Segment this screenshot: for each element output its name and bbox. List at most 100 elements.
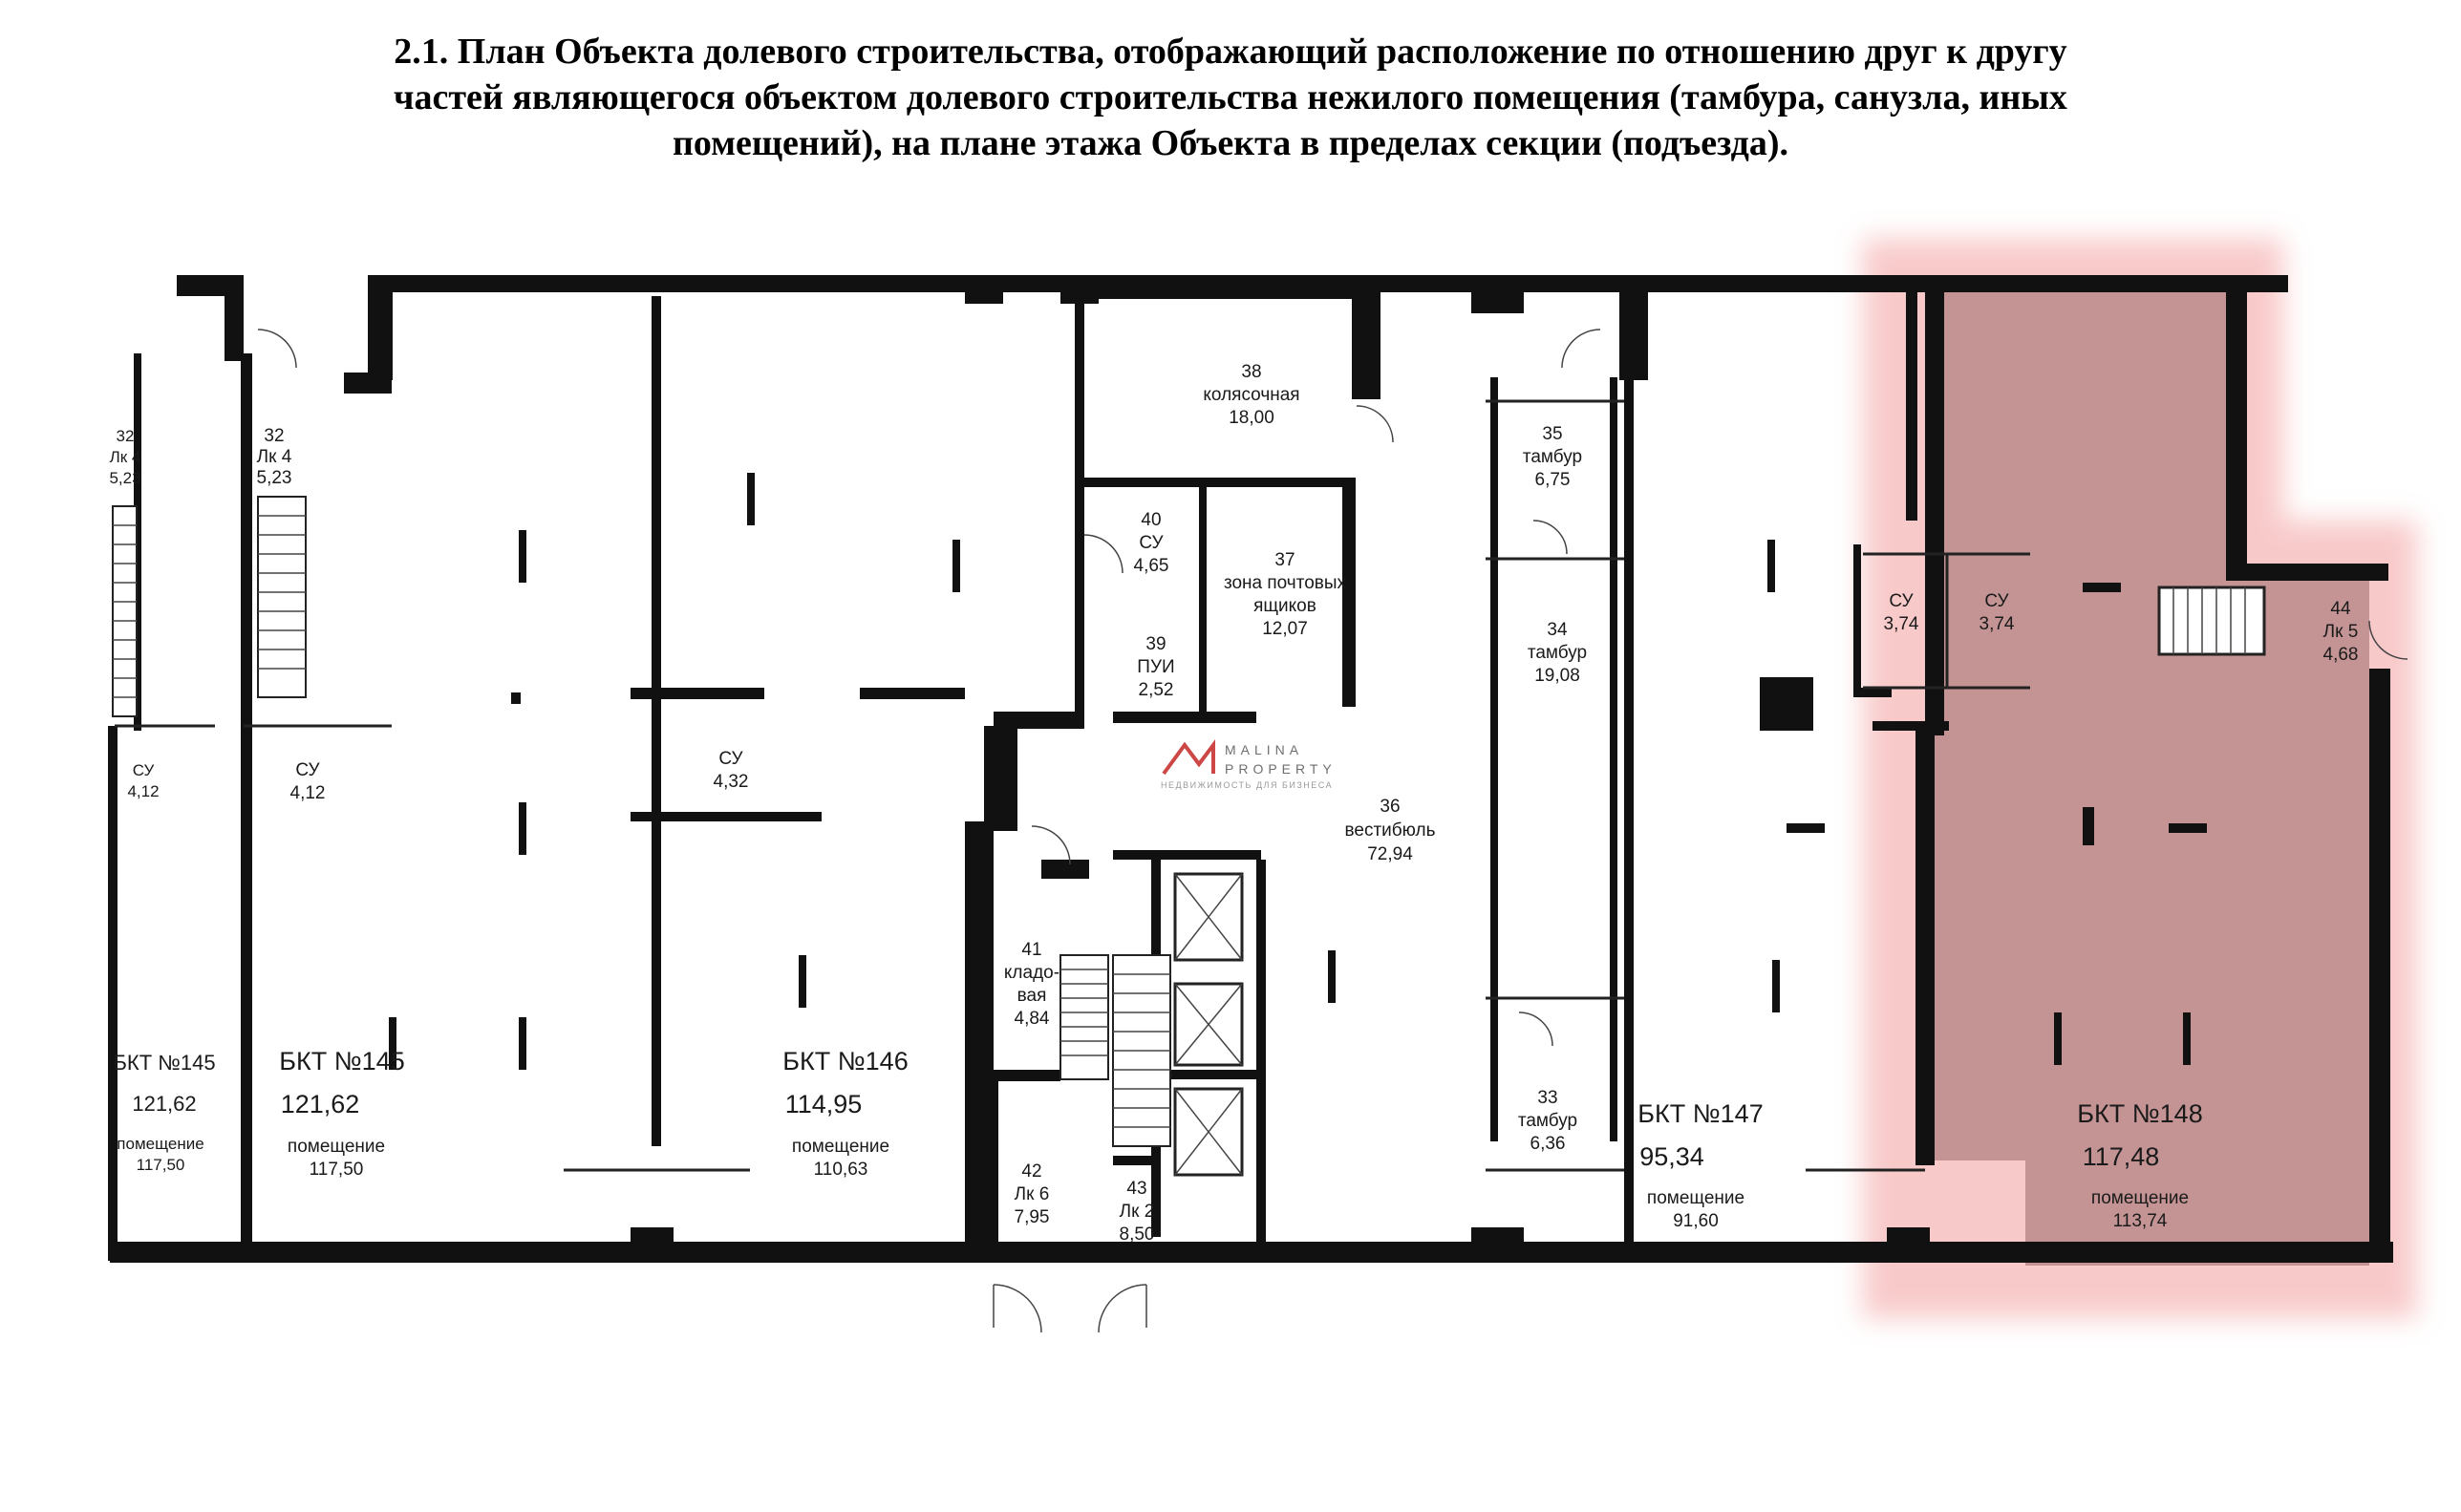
su-145-label: СУ 4,12	[290, 760, 326, 803]
unit-room-label: помещение	[792, 1137, 889, 1157]
room-number: 34	[1547, 620, 1568, 640]
unit-total-area: 114,95	[785, 1090, 863, 1118]
heading-line-3: помещений), на плане этажа Объекта в пре…	[672, 123, 1789, 163]
room-number: 39	[1145, 634, 1166, 654]
room-name: СУ	[1139, 533, 1164, 553]
room-number: 44	[2330, 599, 2351, 619]
room-name: Лк 4	[110, 448, 141, 466]
watermark-brand-bottom: PROPERTY	[1225, 761, 1337, 777]
unit-room-area: 117,50	[310, 1160, 364, 1180]
room-42-label: 42 Лк 6 7,95	[1015, 1161, 1050, 1227]
room-number: 32	[117, 427, 135, 445]
room-area: 4,65	[1134, 556, 1169, 576]
document-heading: 2.1. План Объекта долевого строительства…	[0, 29, 2461, 166]
room-area: 6,36	[1530, 1134, 1566, 1154]
room-41-label: 41 кладо- вая 4,84	[1004, 940, 1059, 1029]
room-44-label: 44 Лк 5 4,68	[2323, 599, 2359, 665]
room-number: 42	[1021, 1161, 1041, 1182]
unit-title: БКТ №145	[279, 1047, 404, 1075]
room-area: 5,23	[109, 469, 140, 487]
room-number: 37	[1274, 550, 1295, 570]
room-name: ПУИ	[1137, 657, 1174, 677]
watermark-brand-top: MALINA	[1225, 742, 1303, 757]
room-area: 6,75	[1535, 470, 1571, 490]
room-number: 40	[1141, 510, 1161, 530]
room-37-label: 37 зона почтовых ящиков 12,07	[1224, 550, 1347, 639]
room-area: 19,08	[1534, 666, 1580, 686]
room-name: вестибюль	[1345, 820, 1436, 841]
unit-145-small-label: БКТ №145 121,62 помещение 117,50	[113, 1051, 215, 1174]
room-area: 3,74	[1980, 614, 2015, 634]
stairs	[112, 496, 2266, 1147]
room-name: СУ	[1889, 591, 1914, 611]
room-area: 12,07	[1262, 619, 1308, 639]
room-43-label: 43 Лк 2 8,50	[1120, 1179, 1155, 1245]
room-area: 4,32	[714, 772, 749, 792]
su-146-label: СУ 4,32	[714, 749, 749, 792]
room-labels: 32 Лк 4 5,23 32 Лк 4 5,23 СУ 4,12 СУ 4,1…	[109, 362, 2358, 1245]
unit-title: БКТ №147	[1637, 1099, 1763, 1128]
unit-146-label: БКТ №146 114,95 помещение 110,63	[782, 1047, 908, 1180]
room-name: тамбур	[1518, 1111, 1577, 1131]
unit-labels: БКТ №145 121,62 помещение 117,50 БКТ №14…	[113, 1047, 2202, 1231]
room-40-label: 40 СУ 4,65	[1134, 510, 1169, 576]
room-33-label: 33 тамбур 6,36	[1518, 1088, 1577, 1154]
room-number: 36	[1380, 797, 1400, 817]
room-number: 41	[1021, 940, 1041, 960]
room-name: тамбур	[1528, 643, 1587, 663]
room-name: тамбур	[1523, 447, 1582, 467]
unit-room-area: 113,74	[2113, 1211, 2168, 1231]
malina-watermark: MALINA PROPERTY НЕДВИЖИМОСТЬ ДЛЯ БИЗНЕСА	[1161, 739, 1337, 790]
room-name: кладо-	[1004, 963, 1059, 983]
unit-room-area: 110,63	[814, 1160, 868, 1180]
room-area: 4,12	[290, 783, 326, 803]
unit-room-area: 91,60	[1673, 1211, 1719, 1231]
room-name: Лк 2	[1120, 1202, 1155, 1222]
unit-title: БКТ №148	[2077, 1099, 2202, 1128]
partitions	[115, 329, 2408, 1333]
room-area: 72,94	[1367, 844, 1413, 864]
unit-room-label: помещение	[1647, 1188, 1744, 1208]
malina-logo-icon	[1162, 739, 1215, 776]
room-name: СУ	[133, 761, 155, 779]
room-name: Лк 5	[2323, 622, 2359, 642]
room-number: 33	[1537, 1088, 1557, 1108]
room-38-label: 38 колясочная 18,00	[1203, 362, 1299, 428]
su-148a-label: СУ 3,74	[1884, 591, 1919, 634]
room-name: зона почтовых	[1224, 573, 1347, 593]
elevators	[1173, 872, 1244, 1177]
unit-145-label: БКТ №145 121,62 помещение 117,50	[279, 1047, 404, 1180]
unit-147-label: БКТ №147 95,34 помещение 91,60	[1637, 1099, 1763, 1231]
unit-title: БКТ №145	[113, 1051, 215, 1075]
room-number: 43	[1126, 1179, 1146, 1199]
room-name: ящиков	[1253, 596, 1316, 616]
outer-walls	[110, 275, 2393, 1263]
unit-total-area: 95,34	[1639, 1142, 1704, 1171]
room-39-label: 39 ПУИ 2,52	[1137, 634, 1174, 700]
room-area: 4,68	[2323, 645, 2359, 665]
columns	[389, 473, 2207, 1070]
unit-room-label: помещение	[288, 1137, 385, 1157]
room-36-label: 36 вестибюль 72,94	[1345, 797, 1436, 864]
unit-room-label: помещение	[117, 1135, 203, 1153]
room-area: 4,12	[127, 782, 159, 800]
watermark-tagline: НЕДВИЖИМОСТЬ ДЛЯ БИЗНЕСА	[1161, 780, 1333, 790]
room-area: 8,50	[1120, 1225, 1155, 1245]
room-area: 3,74	[1884, 614, 1919, 634]
room-name: вая	[1017, 986, 1047, 1006]
su-148b-label: СУ 3,74	[1980, 591, 2015, 634]
unit-total-area: 121,62	[132, 1092, 196, 1116]
room-32-label: 32 Лк 4 5,23	[257, 426, 292, 488]
room-name: СУ	[718, 749, 743, 769]
room-area: 4,84	[1015, 1009, 1050, 1029]
room-name: Лк 6	[1015, 1184, 1050, 1204]
unit-room-label: помещение	[2091, 1188, 2189, 1208]
room-area: 2,52	[1139, 680, 1174, 700]
room-name: СУ	[1984, 591, 2009, 611]
room-area: 18,00	[1229, 408, 1274, 428]
unit-148-label: БКТ №148 117,48 помещение 113,74	[2077, 1099, 2202, 1231]
unit-total-area: 117,48	[2083, 1142, 2160, 1171]
room-area: 7,95	[1015, 1207, 1050, 1227]
unit-room-area: 117,50	[137, 1156, 185, 1174]
unit-148-highlight	[1863, 239, 2417, 1318]
